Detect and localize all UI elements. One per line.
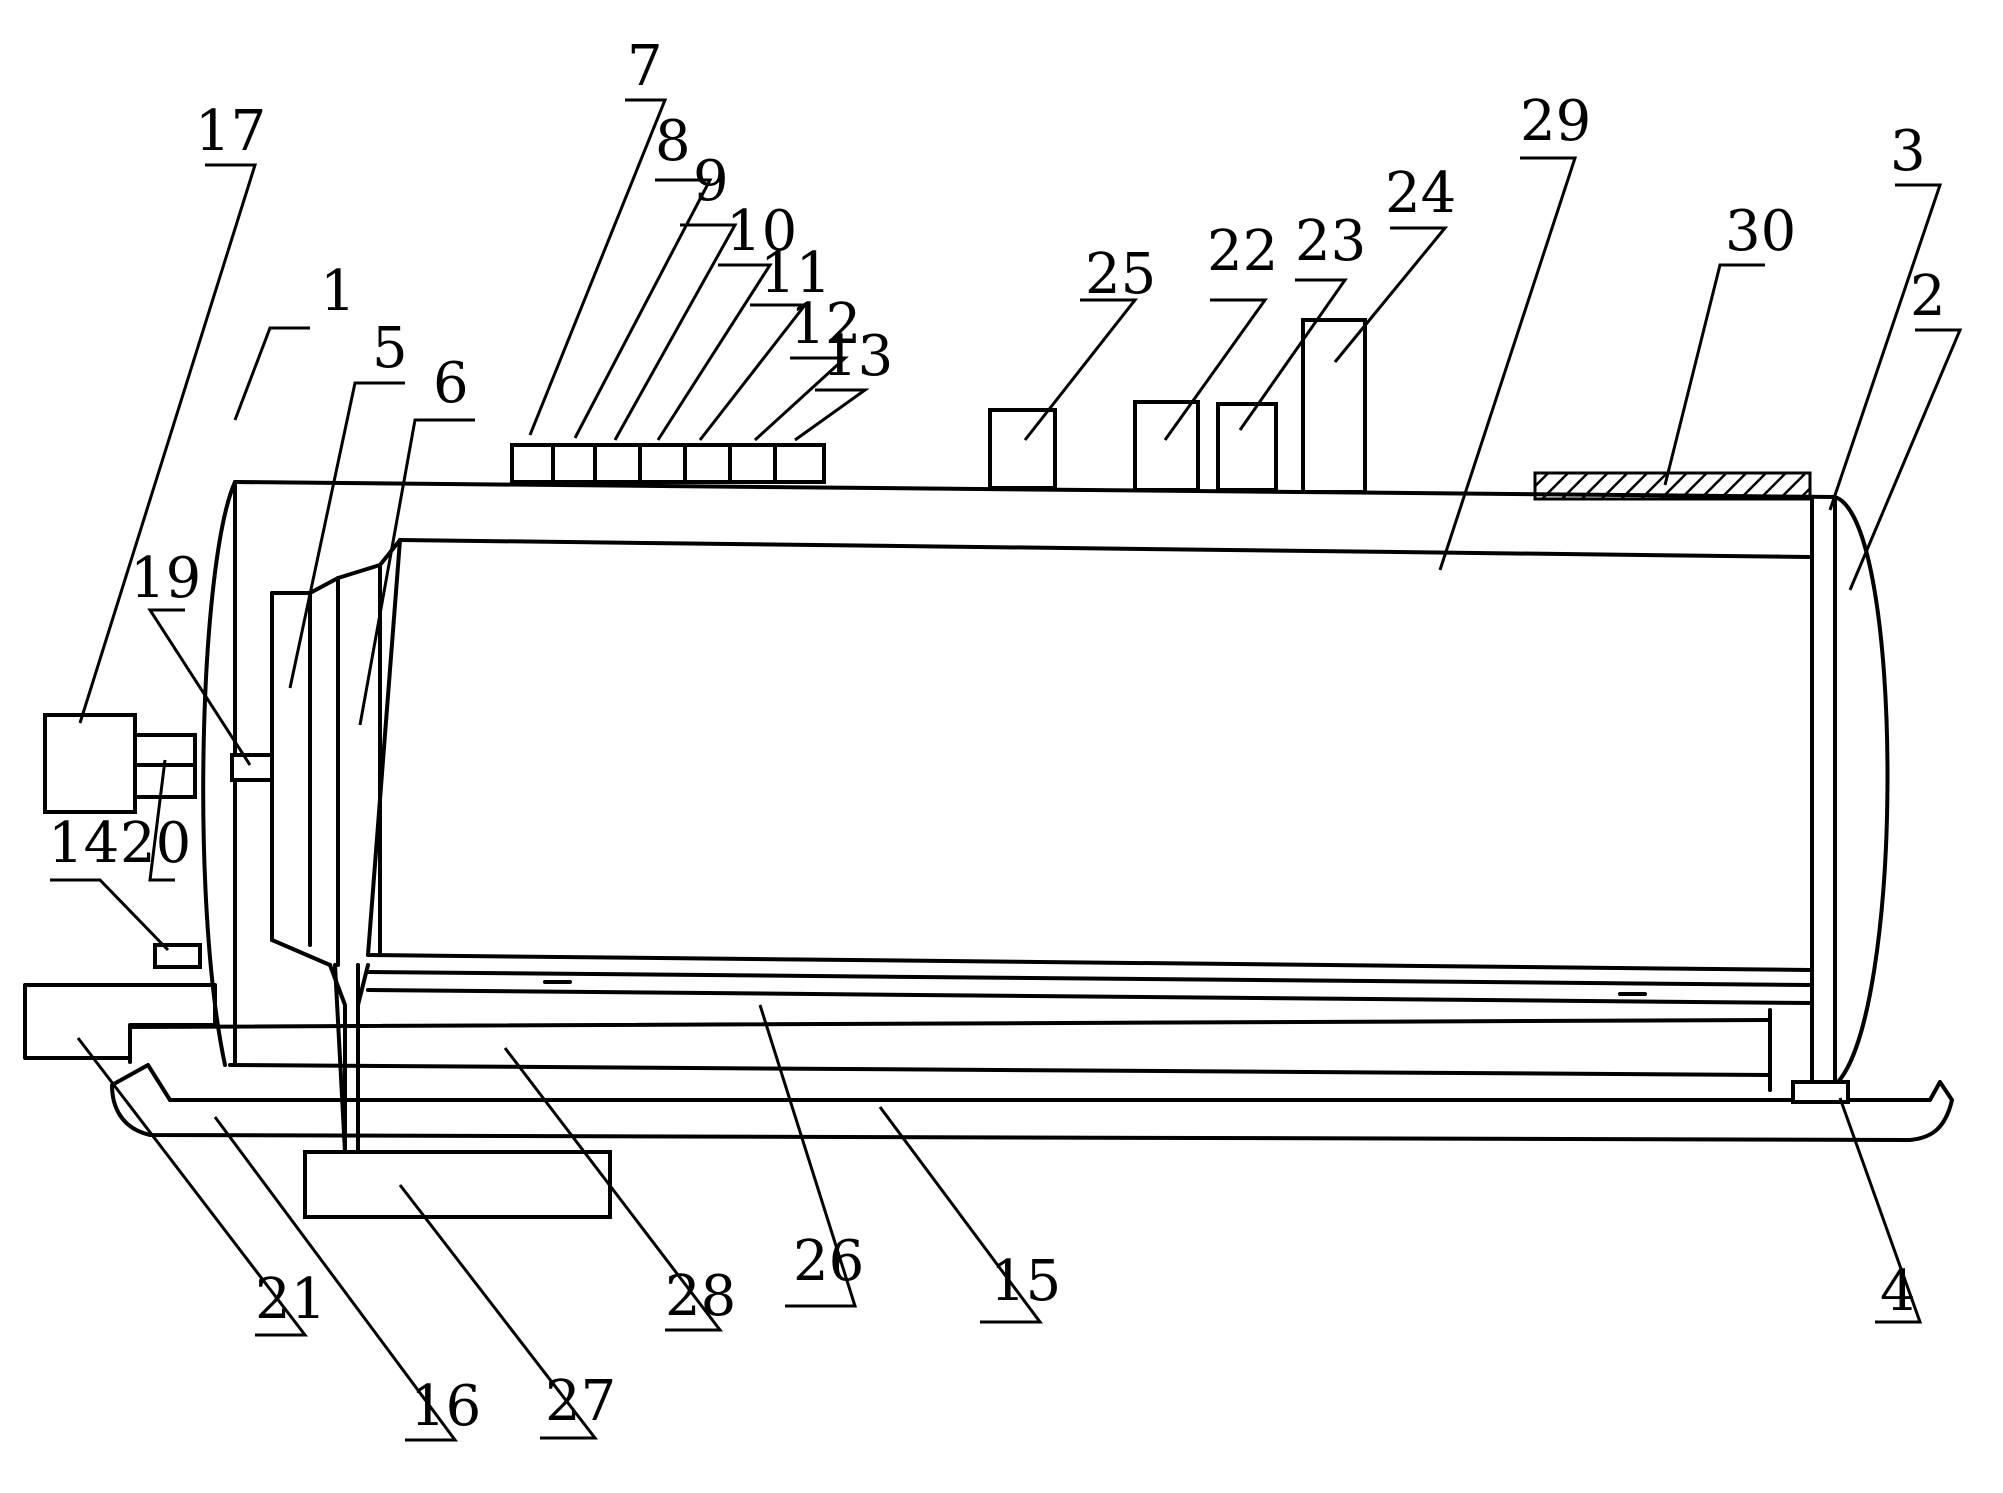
label-1: 1 — [320, 259, 356, 324]
hatched-plate-30 — [1535, 473, 1810, 499]
instrument-row — [512, 445, 824, 482]
label-27: 27 — [545, 1369, 616, 1434]
label-30: 30 — [1725, 199, 1796, 264]
label-25: 25 — [1085, 242, 1156, 307]
label-3: 3 — [1890, 119, 1926, 184]
main-cylinder — [130, 482, 1888, 1100]
front-flange-5 — [272, 578, 338, 965]
label-16: 16 — [410, 1374, 481, 1439]
label-20: 20 — [120, 811, 191, 876]
top-box-23 — [1218, 404, 1276, 490]
label-2: 2 — [1910, 264, 1946, 329]
label-22: 22 — [1207, 219, 1278, 284]
label-28: 28 — [665, 1264, 736, 1329]
front-flange-6 — [338, 540, 400, 955]
label-8: 8 — [655, 109, 691, 174]
valve-14 — [155, 945, 200, 967]
label-4: 4 — [1880, 1259, 1916, 1324]
reference-numerals: 17 7 8 9 10 11 12 13 29 24 3 30 2 25 22 … — [48, 34, 1946, 1439]
label-21: 21 — [255, 1267, 326, 1332]
label-14: 14 — [48, 811, 119, 876]
label-19: 19 — [130, 546, 201, 611]
label-23: 23 — [1295, 209, 1366, 274]
label-26: 26 — [793, 1229, 864, 1294]
label-17: 17 — [195, 99, 266, 164]
shaft-seal-19 — [232, 755, 272, 780]
label-29: 29 — [1520, 89, 1591, 154]
label-7: 7 — [627, 34, 663, 99]
label-9: 9 — [693, 149, 729, 214]
top-box-24 — [1303, 320, 1365, 492]
label-5: 5 — [372, 316, 408, 381]
base-21 — [25, 985, 215, 1058]
label-24: 24 — [1385, 161, 1456, 226]
label-6: 6 — [433, 351, 469, 416]
collector-tank-27 — [305, 1152, 610, 1217]
top-box-25 — [990, 410, 1055, 488]
motor-box-17 — [45, 715, 135, 812]
label-13: 13 — [822, 324, 893, 389]
top-box-22 — [1135, 402, 1198, 490]
label-15: 15 — [990, 1249, 1061, 1314]
